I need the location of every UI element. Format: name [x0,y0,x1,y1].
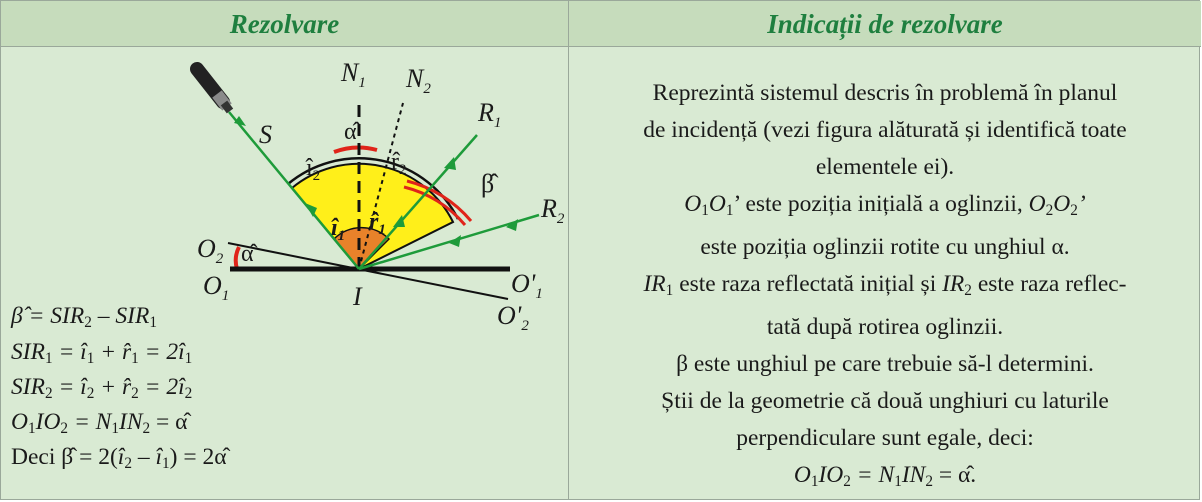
label-beta: β̂ [481,169,499,198]
label-i1: î1 [331,215,345,244]
hint-line-4: O1O1’ este poziția inițială a oglinzii, … [684,191,1086,219]
arrow-incident-mid [305,203,317,217]
label-o1-prime: O'1 [511,269,543,302]
hint-line-1: Reprezintă sistemul descris în problemă … [652,80,1118,106]
hint-line-8: β este unghiul pe care trebuie să-l dete… [676,350,1094,377]
label-r2-angle: r̂2 [391,149,407,178]
equation-sir2: SIR2 = î2 + r̂2 = 2î2 [11,374,193,402]
label-alpha-top: α̂ [344,119,361,145]
arrow-incident [234,116,246,126]
beta-arc-outer [406,179,473,222]
solution-column: N1 N2 α̂ S R1 R2 î2 r̂2 β̂ î1 r̂1 O2 α̂ … [1,47,569,499]
hints-text: Reprezintă sistemul descris în problemă … [569,75,1201,499]
label-n1: N1 [340,58,366,91]
arrow-r1-mid [393,215,405,227]
label-s: S [259,120,272,149]
label-r2: R2 [540,194,565,227]
reflection-diagram: N1 N2 α̂ S R1 R2 î2 r̂2 β̂ î1 r̂1 O2 α̂ … [190,58,565,334]
hint-line-6: IR1 este raza reflectată inițial și IR2 … [643,270,1127,299]
label-r1-angle: r̂1 [369,209,386,238]
incident-ray [228,111,360,270]
hint-line-10: perpendiculare sunt egale, deci: [736,424,1034,451]
hint-line-3: elementele ei). [815,154,955,180]
laser-pointer-icon [190,62,234,114]
reflected-ray-r1 [358,134,478,270]
hint-line-11: O1IO2 = N1IN2 = α̂. [793,461,977,490]
label-n2: N2 [405,64,431,97]
label-o2: O2 [197,234,224,267]
reflected-ray-r2 [358,213,540,271]
label-alpha-left: α̂ [241,241,258,267]
arrow-r2-mid [449,235,461,247]
equation-sir1: SIR1 = î1 + r̂1 = 2î1 [11,339,193,367]
label-i: I [352,282,363,311]
label-r1: R1 [477,98,501,131]
hint-line-5: este poziția oglinzii rotite cu unghiul … [700,233,1070,260]
hint-line-2: de incidență (vezi figura alăturată și i… [643,117,1127,143]
arrow-r1-top [444,157,456,170]
beta-arc [403,185,467,226]
mirror-o2 [227,242,509,300]
hint-line-7: tată după rotirea oglinzii. [766,313,1004,340]
alpha-arc-left [233,246,241,270]
label-i2: î2 [305,155,320,184]
header-hints: Indicații de rezolvare [569,1,1201,47]
label-o2-prime: O'2 [497,301,529,334]
arrow-r2-end [506,219,518,231]
equation-beta: β̂ = SIR2 – SIR1 [11,303,157,331]
hints-column: Reprezintă sistemul descris în problemă … [569,47,1201,499]
equation-conclusion: Deci β̂ = 2(î2 – î1) = 2α̂ [11,444,227,472]
alpha-arc-top [333,145,378,154]
label-o1: O1 [203,271,229,304]
header-solution: Rezolvare [1,1,569,47]
equation-angles: O1IO2 = N1IN2 = α̂ [11,409,188,437]
hint-line-9: Știi de la geometrie că două unghiuri cu… [661,387,1109,414]
